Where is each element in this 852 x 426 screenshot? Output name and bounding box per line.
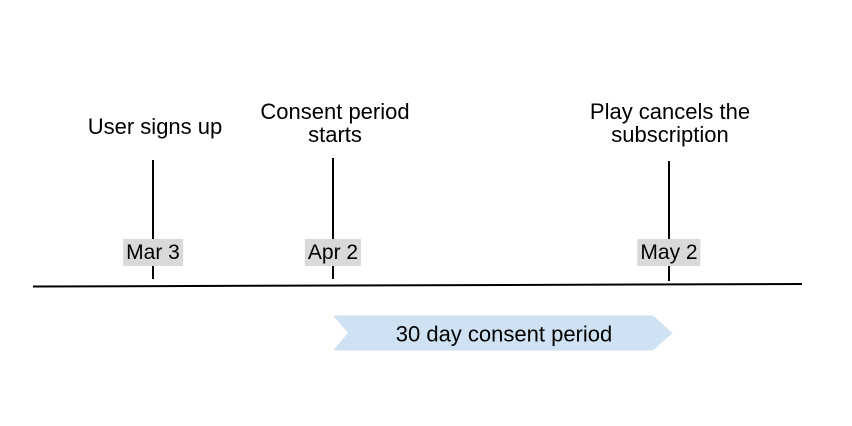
event-label-user-signs-up: User signs up — [87, 114, 223, 139]
event-label-play-cancels-subscription: Play cancels the subscription — [589, 99, 751, 147]
date-badge-mar3: Mar 3 — [123, 239, 183, 266]
event-label-consent-period-starts: Consent period starts — [260, 99, 410, 147]
consent-period-chevron-shape — [333, 315, 673, 351]
timeline-axis-line — [32, 283, 803, 288]
date-badge-may2: May 2 — [637, 239, 701, 266]
date-badge-apr2: Apr 2 — [304, 239, 362, 266]
consent-period-chevron-label: 30 day consent period — [395, 321, 613, 347]
